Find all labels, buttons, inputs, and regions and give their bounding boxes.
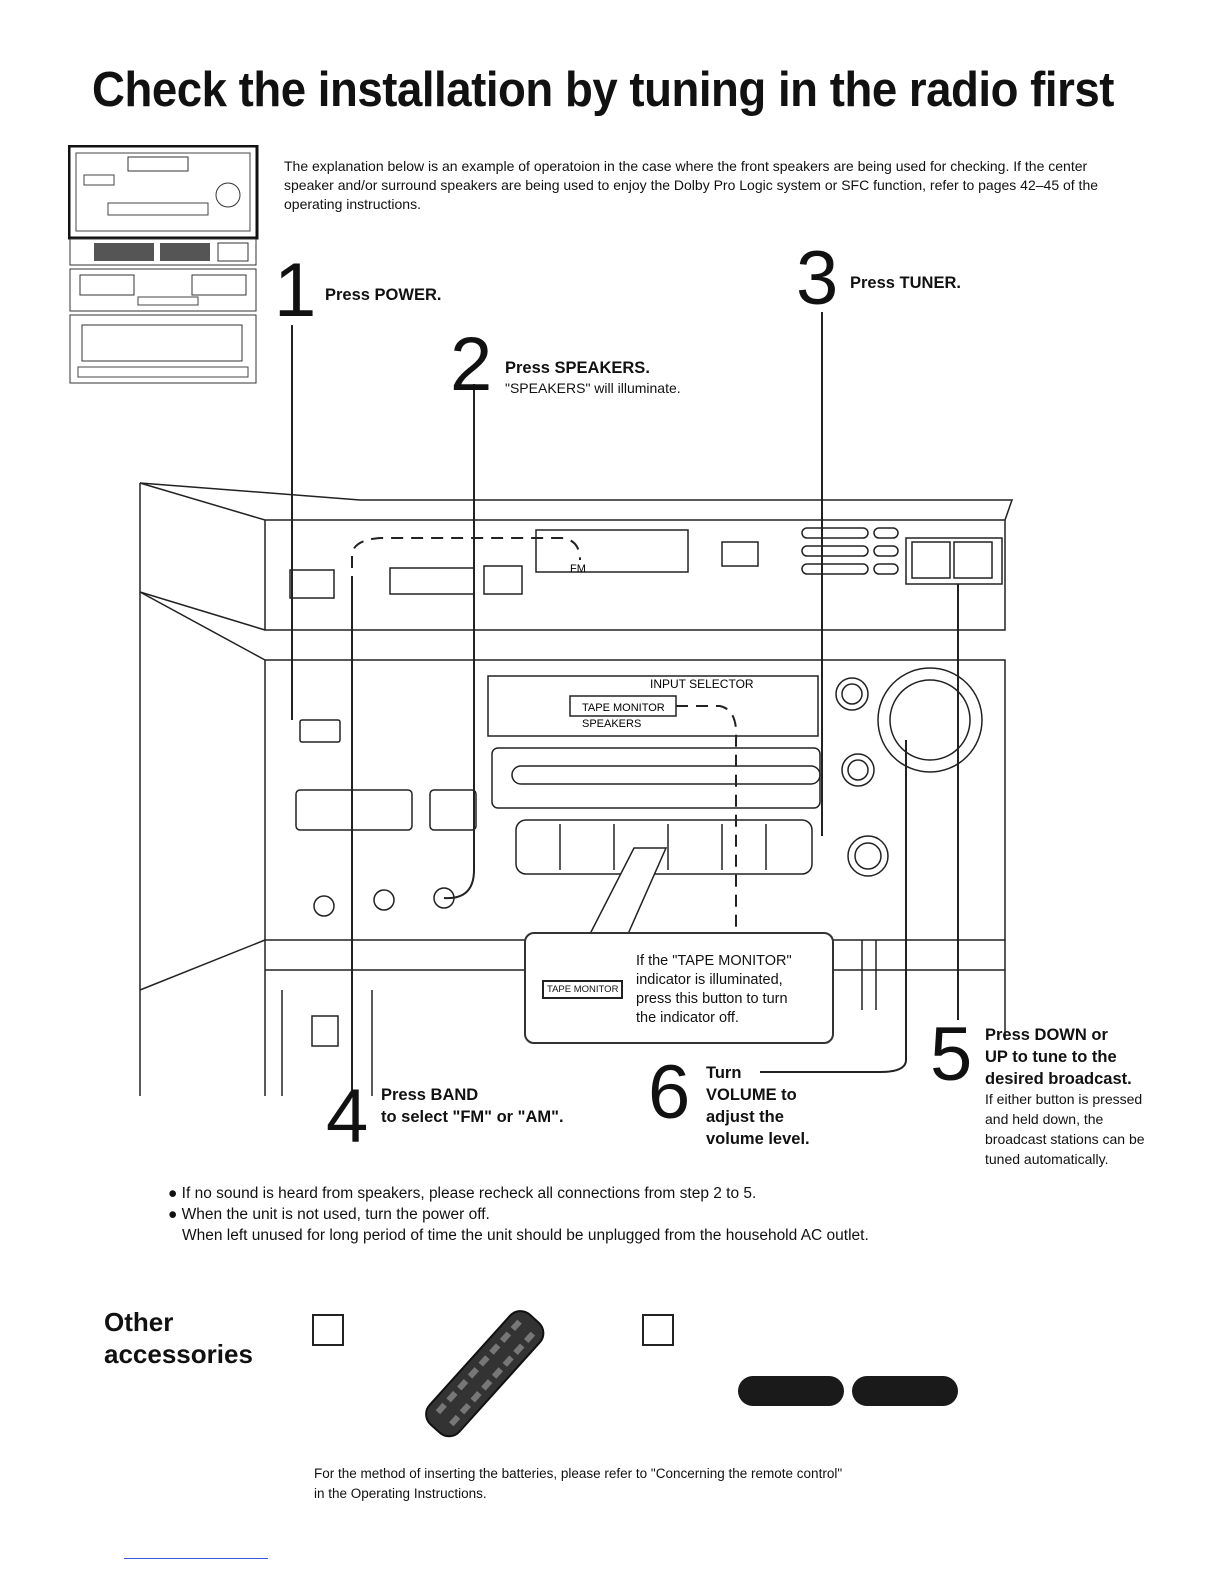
step-1-number: 1 (274, 248, 317, 333)
intro-text: The explanation below is an example of o… (284, 158, 1099, 212)
speakers-indicator: SPEAKERS (582, 718, 641, 730)
tape-monitor-line-1: If the "TAPE MONITOR" (636, 953, 792, 969)
batteries-checkbox[interactable] (642, 1314, 674, 1346)
input-selector-label: INPUT SELECTOR (650, 677, 754, 691)
step-6-number: 6 (648, 1050, 691, 1135)
accessories-note: For the method of inserting the batterie… (314, 1466, 843, 1501)
step-3-number: 3 (796, 236, 839, 321)
tape-monitor-line-4: the indicator off. (636, 1010, 739, 1026)
step-4-number: 4 (326, 1074, 369, 1159)
step-4-line-1: Press BAND (381, 1086, 479, 1104)
step-5-sub-3: broadcast stations can be (985, 1131, 1145, 1147)
tape-monitor-line-2: indicator is illuminated, (636, 972, 783, 988)
tape-monitor-line-3: press this button to turn (636, 991, 788, 1007)
note-1: ● If no sound is heard from speakers, pl… (168, 1185, 757, 1202)
system-thumbnail (68, 145, 259, 384)
notes: ● If no sound is heard from speakers, pl… (168, 1183, 869, 1246)
step-5-line-1: Press DOWN or (985, 1026, 1108, 1044)
step-5-number: 5 (930, 1012, 973, 1097)
note-3: When left unused for long period of time… (182, 1227, 869, 1244)
note-2: ● When the unit is not used, turn the po… (168, 1206, 490, 1223)
remote-control-image (425, 1310, 545, 1438)
step-5-sub-2: and held down, the (985, 1111, 1104, 1127)
step-6-line-2: VOLUME to (706, 1086, 797, 1104)
display-fm: FM (570, 563, 586, 575)
step-4-line-2: to select "FM" or "AM". (381, 1108, 564, 1126)
accessories-title: Other accessories (104, 1307, 253, 1369)
step-5-line-3: desired broadcast. (985, 1070, 1132, 1088)
step-5-sub-4: tuned automatically. (985, 1151, 1109, 1167)
batteries-image (738, 1376, 958, 1406)
step-1-text: Press POWER. (325, 286, 442, 304)
step-5-line-2: UP to tune to the (985, 1048, 1117, 1066)
step-6-line-4: volume level. (706, 1130, 810, 1148)
step-2-subtext: "SPEAKERS" will illuminate. (505, 380, 681, 396)
remote-checkbox[interactable] (312, 1314, 344, 1346)
step-3-text: Press TUNER. (850, 274, 961, 292)
tape-monitor-indicator: TAPE MONITOR (582, 702, 665, 714)
tape-monitor-badge: TAPE MONITOR (542, 980, 624, 999)
step-2-number: 2 (450, 322, 493, 407)
step-6-line-3: adjust the (706, 1108, 784, 1126)
step-5-sub-1: If either button is pressed (985, 1091, 1143, 1107)
tape-monitor-text: If the "TAPE MONITOR" indicator is illum… (636, 952, 792, 1028)
step-2-text: Press SPEAKERS. (505, 359, 650, 377)
page-title: Check the installation by tuning in the … (92, 63, 1114, 117)
step-6-line-1: Turn (706, 1064, 742, 1082)
footer-rule (124, 1558, 268, 1559)
